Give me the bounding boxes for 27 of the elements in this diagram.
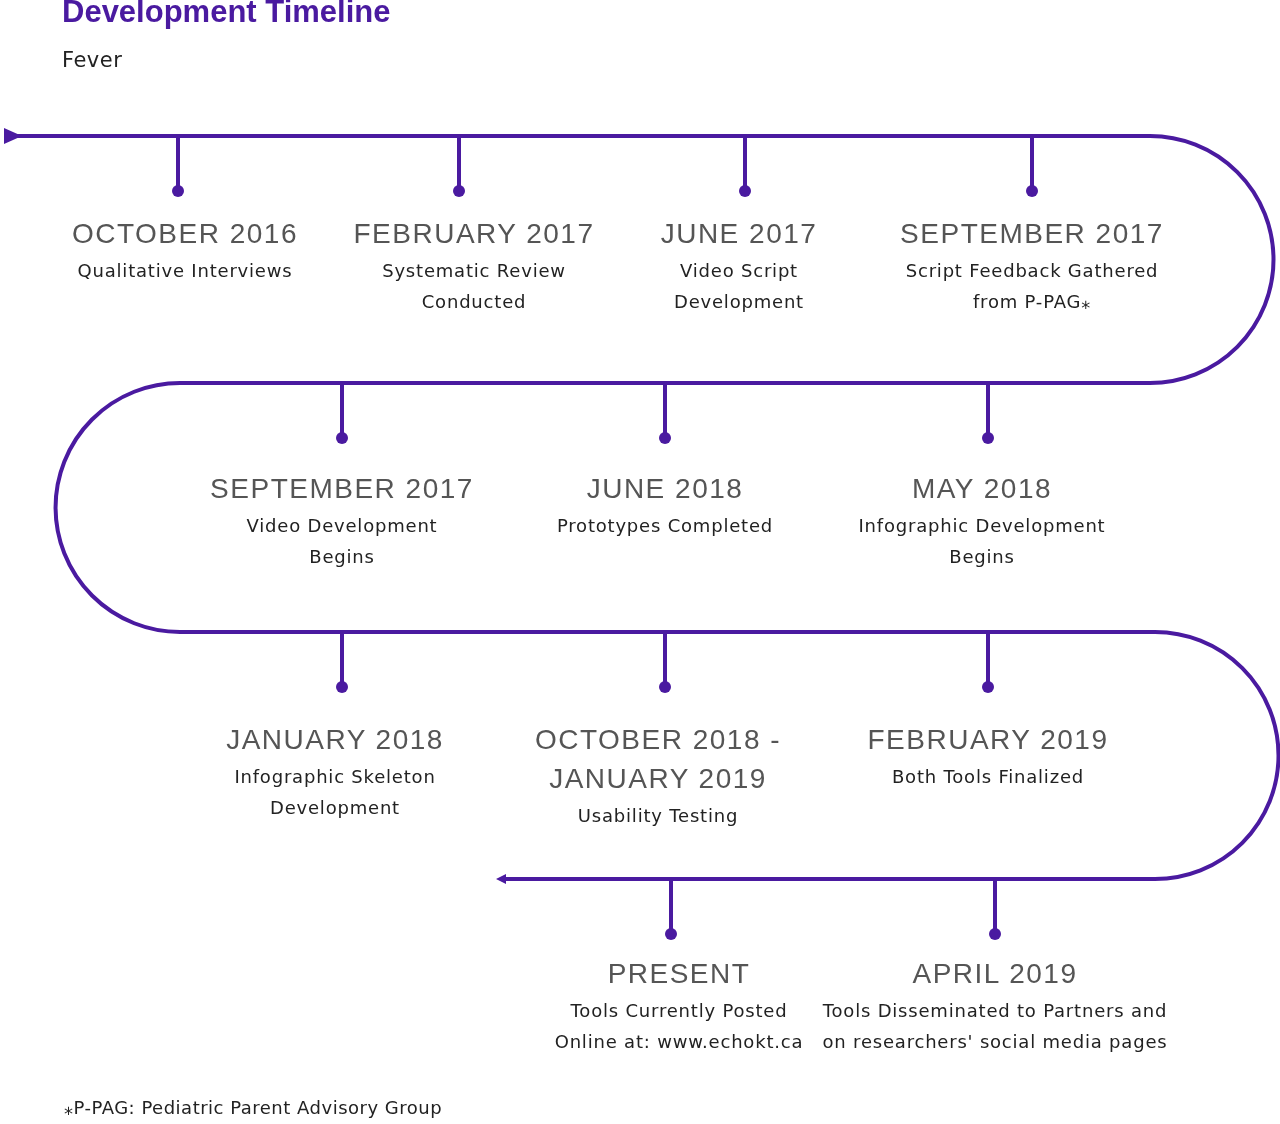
milestone-description: Systematic Review Conducted (381, 259, 567, 314)
milestone-date: OCTOBER 2016 (72, 217, 298, 251)
milestone-description: Infographic Skeleton Development (233, 765, 437, 820)
title: Development Timeline (62, 0, 391, 30)
milestone-date: JUNE 2018 (586, 472, 744, 506)
footnote: ⁎P-PAG: Pediatric Parent Advisory Group (64, 1097, 443, 1118)
milestone-description: Prototypes Completed (556, 514, 774, 538)
milestone-date: JANUARY 2018 (226, 723, 444, 757)
milestone-date: FEBRUARY 2019 (867, 723, 1109, 757)
milestone-date: JUNE 2017 (660, 217, 818, 251)
milestone-description: Tools Currently Posted Online at: www.echokt.ca (554, 999, 804, 1054)
milestone-description: Video Development Begins (245, 514, 439, 569)
milestone-date: PRESENT (607, 957, 751, 991)
subtitle: Fever (62, 48, 123, 72)
milestone-date: SEPTEMBER 2017 (210, 472, 474, 506)
milestone-description: Tools Disseminated to Partners and on researchers' social media pages (821, 999, 1169, 1054)
milestone-date: APRIL 2019 (912, 957, 1078, 991)
milestone-description: Both Tools Finalized (891, 765, 1084, 789)
milestone-description: Video Script Development (673, 259, 805, 314)
milestone-date: FEBRUARY 2017 (353, 217, 595, 251)
milestone-description: Usability Testing (577, 804, 739, 828)
milestone-date: MAY 2018 (911, 472, 1053, 506)
milestone-description: Script Feedback Gathered from P-PAG⁎ (904, 259, 1160, 314)
milestone-description: Infographic Development Begins (857, 514, 1107, 569)
milestone-description: Qualitative Interviews (77, 259, 293, 283)
milestone-date: SEPTEMBER 2017 (900, 217, 1164, 251)
milestone-date: OCTOBER 2018 - JANUARY 2019 (533, 723, 783, 796)
